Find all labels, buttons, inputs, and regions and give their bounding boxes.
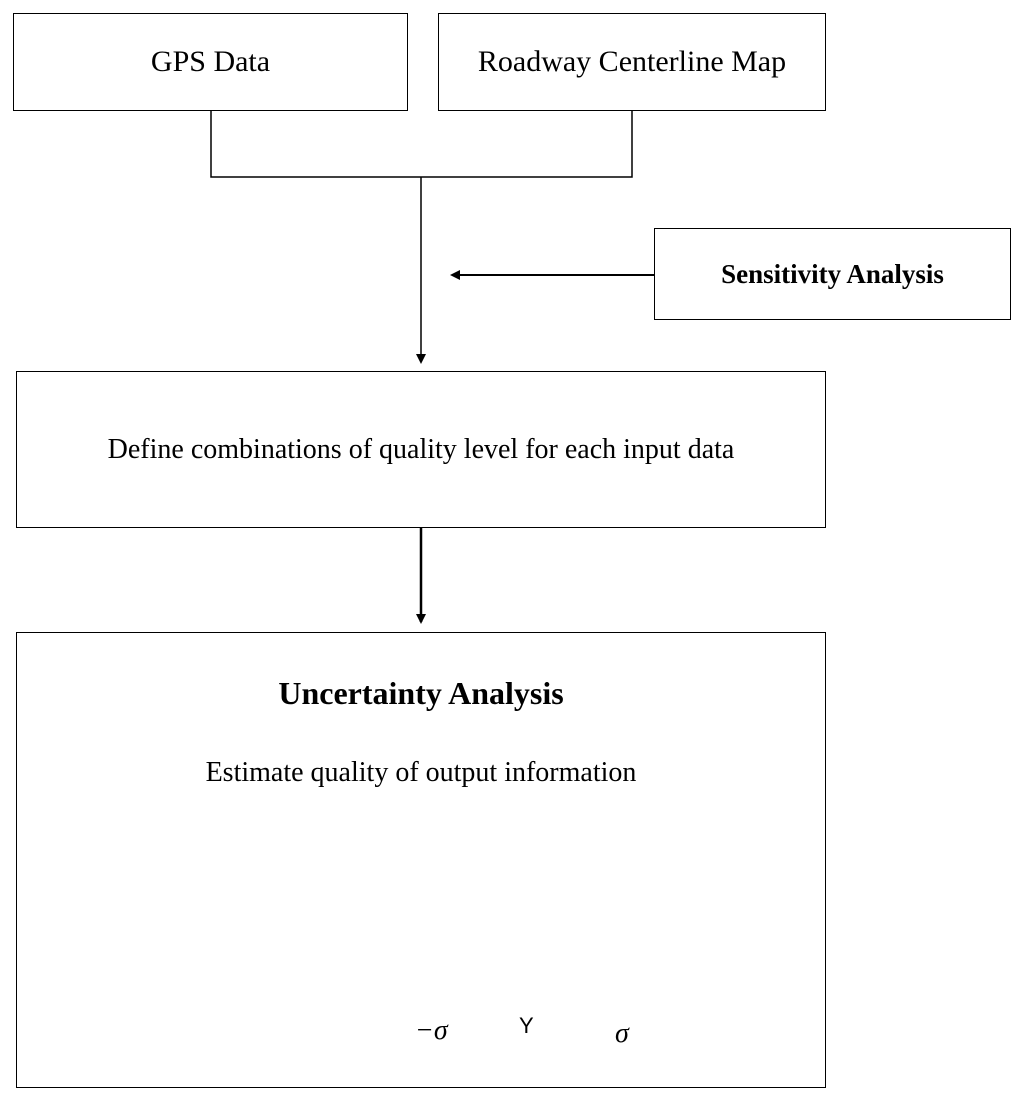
mean-label: Y: [519, 1013, 534, 1038]
sensitivity-analysis-label: Sensitivity Analysis: [721, 258, 944, 289]
gps-data-label: GPS Data: [150, 45, 271, 78]
neg-sigma-label: −σ: [415, 1015, 448, 1046]
roadway-centerline-map-box: Roadway Centerline Map: [438, 13, 826, 111]
define-combinations-label: Define combinations of quality level for…: [107, 433, 735, 465]
uncertainty-analysis-subtitle: Estimate quality of output information: [205, 757, 637, 788]
uncertainty-analysis-title: Uncertainty Analysis: [278, 675, 564, 711]
roadway-centerline-map-label: Roadway Centerline Map: [477, 45, 787, 78]
sigma-label: σ: [615, 1018, 629, 1049]
sensitivity-analysis-box: Sensitivity Analysis: [654, 228, 1011, 320]
define-combinations-box: Define combinations of quality level for…: [16, 371, 826, 528]
uncertainty-analysis-box: Uncertainty Analysis Estimate quality of…: [16, 632, 826, 1088]
input-merge-connector: [210, 111, 633, 178]
gps-data-box: GPS Data: [13, 13, 408, 111]
